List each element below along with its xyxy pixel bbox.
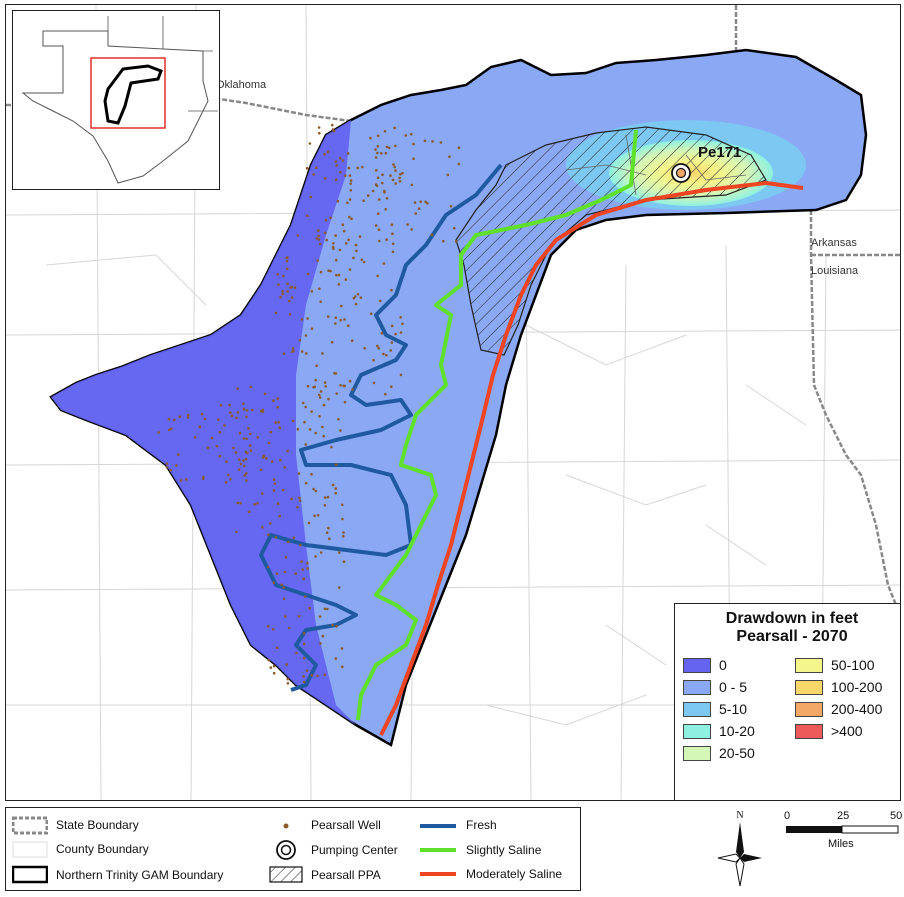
legend-moderately-saline: Moderately Saline [466, 867, 563, 881]
state-label-oklahoma: Oklahoma [216, 79, 267, 91]
drawdown-legend-item: 100-200 [795, 678, 882, 696]
drawdown-label: 0 [719, 657, 727, 673]
drawdown-swatch [683, 745, 711, 761]
drawdown-swatch [795, 679, 823, 695]
drawdown-legend: Drawdown in feet Pearsall - 2070 0 0 - 5 5… [674, 603, 900, 800]
map-canvas: Pe171 [6, 5, 900, 800]
legend-symbols-col1 [12, 816, 48, 884]
slightly-saline-line [356, 129, 638, 721]
inset-canvas [21, 16, 218, 184]
fresh-line [259, 163, 503, 692]
well-dot-icon [283, 823, 289, 829]
drawdown-legend-title: Drawdown in feet [725, 610, 859, 627]
drawdown-swatch [795, 701, 823, 717]
state-label-louisiana: Louisiana [811, 265, 859, 277]
drawdown-legend-item: 0 [683, 656, 727, 674]
drawdown-legend-subtitle: Pearsall - 2070 [736, 628, 848, 645]
drawdown-legend-item: >400 [795, 722, 863, 740]
state-label-arkansas: Arkansas [811, 237, 857, 249]
legend-pumping-center: Pumping Center [311, 843, 398, 857]
inset-locator-map [12, 10, 220, 190]
drawdown-label: 0 - 5 [719, 679, 748, 695]
drawdown-legend-item: 200-400 [795, 700, 882, 718]
map-furniture: N 0 25 50 Miles [700, 808, 904, 894]
state-boundary-swatch [12, 816, 48, 835]
drawdown-swatch [683, 657, 711, 673]
scale-tick-0: 0 [784, 810, 791, 822]
drawdown-legend-item: 10-20 [683, 722, 755, 740]
zero-drawdown-zone [51, 120, 356, 725]
drawdown-swatch [795, 723, 823, 739]
map-area: Pe171 Oklahoma Arkansas Louisiana Drawdo… [5, 4, 901, 801]
drawdown-legend-item: 20-50 [683, 744, 755, 762]
scale-bar [786, 825, 899, 834]
drawdown-label: >400 [831, 723, 863, 739]
legend-slightly-saline: Slightly Saline [466, 843, 542, 857]
pumping-center-symbol [671, 163, 691, 183]
drawdown-legend-item: 5-10 [683, 700, 747, 718]
inset-extent-box [90, 57, 166, 129]
drawdown-swatch [683, 701, 711, 717]
legend-symbols-col3 [420, 824, 456, 876]
drawdown-legend-item: 50-100 [795, 656, 875, 674]
legend-gam-boundary: Northern Trinity GAM Boundary [56, 868, 224, 882]
pumping-center-label: Pe171 [698, 144, 741, 161]
north-label: N [736, 810, 743, 821]
drawdown-label: 5-10 [719, 701, 748, 717]
legend-state-boundary: State Boundary [56, 818, 139, 832]
drawdown-label: 50-100 [831, 657, 875, 673]
county-boundary-swatch [12, 841, 48, 858]
drawdown-swatch [683, 679, 711, 695]
scale-tick-25: 25 [837, 810, 850, 822]
scale-tick-50: 50 [890, 810, 903, 822]
legend-county-boundary: County Boundary [56, 842, 149, 856]
north-arrow-icon: N [717, 810, 762, 887]
drawdown-label: 200-400 [831, 701, 883, 717]
legend-symbols-col2 [269, 823, 303, 883]
gam-boundary-swatch [12, 865, 48, 884]
drawdown-legend-item: 0 - 5 [683, 678, 747, 696]
pearsall-wells [157, 123, 461, 685]
scale-unit: Miles [828, 838, 854, 850]
drawdown-label: 20-50 [719, 745, 755, 761]
legend-fresh: Fresh [466, 818, 497, 832]
ppa-hatch-swatch [269, 866, 303, 883]
drawdown-label: 10-20 [719, 723, 755, 739]
legend-pearsall-ppa: Pearsall PPA [311, 868, 381, 882]
drawdown-label: 100-200 [831, 679, 883, 695]
drawdown-swatch [795, 657, 823, 673]
drawdown-swatch [683, 723, 711, 739]
legend-pearsall-well: Pearsall Well [311, 818, 381, 832]
symbol-legend: State Boundary County Boundary Northern … [5, 807, 581, 891]
moderately-saline-line [379, 181, 804, 736]
